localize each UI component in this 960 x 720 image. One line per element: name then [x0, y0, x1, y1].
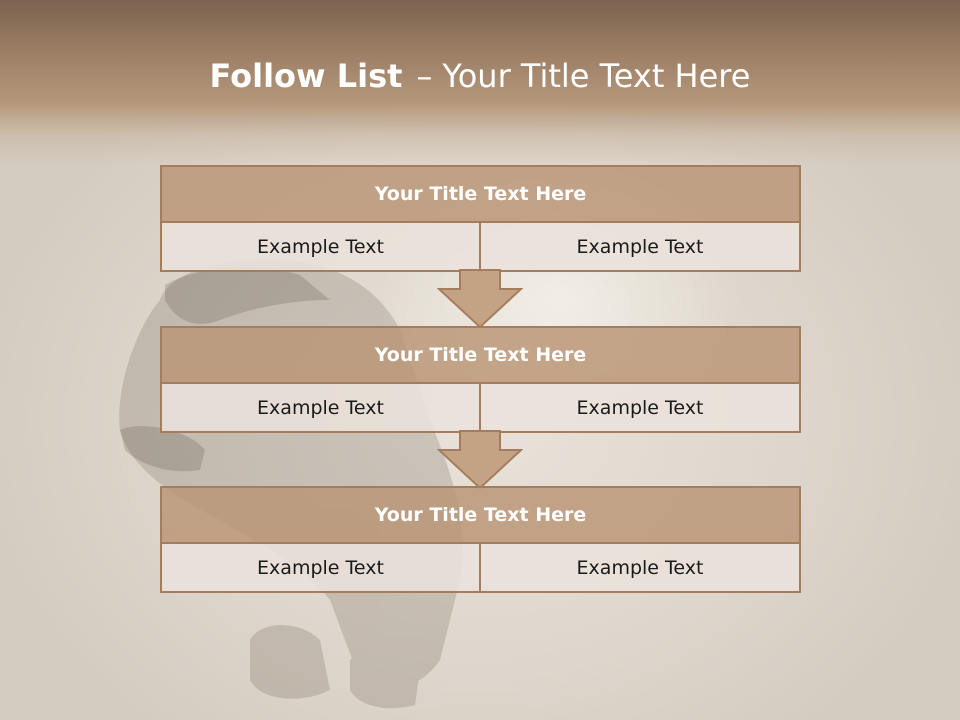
- step-row: Example Text Example Text: [160, 223, 801, 272]
- step-row: Example Text Example Text: [160, 384, 801, 433]
- step-block-1: Your Title Text Here Example Text Exampl…: [160, 165, 801, 272]
- title-rest-part: Your Title Text Here: [442, 57, 751, 95]
- title-dash: –: [416, 57, 433, 95]
- step-cell-left: Example Text: [160, 544, 481, 593]
- step-title: Your Title Text Here: [160, 165, 801, 223]
- step-cell-left: Example Text: [160, 223, 481, 272]
- step-cell-right: Example Text: [481, 544, 801, 593]
- step-cell-right: Example Text: [481, 223, 801, 272]
- slide-title: Follow List–Your Title Text Here: [0, 54, 960, 98]
- step-cell-right: Example Text: [481, 384, 801, 433]
- step-title: Your Title Text Here: [160, 486, 801, 544]
- down-arrow-icon: [437, 430, 523, 490]
- step-block-3: Your Title Text Here Example Text Exampl…: [160, 486, 801, 593]
- header-band: [0, 0, 960, 165]
- step-block-2: Your Title Text Here Example Text Exampl…: [160, 326, 801, 433]
- step-cell-left: Example Text: [160, 384, 481, 433]
- step-row: Example Text Example Text: [160, 544, 801, 593]
- down-arrow-icon: [437, 269, 523, 329]
- step-title: Your Title Text Here: [160, 326, 801, 384]
- title-bold-part: Follow List: [209, 57, 403, 95]
